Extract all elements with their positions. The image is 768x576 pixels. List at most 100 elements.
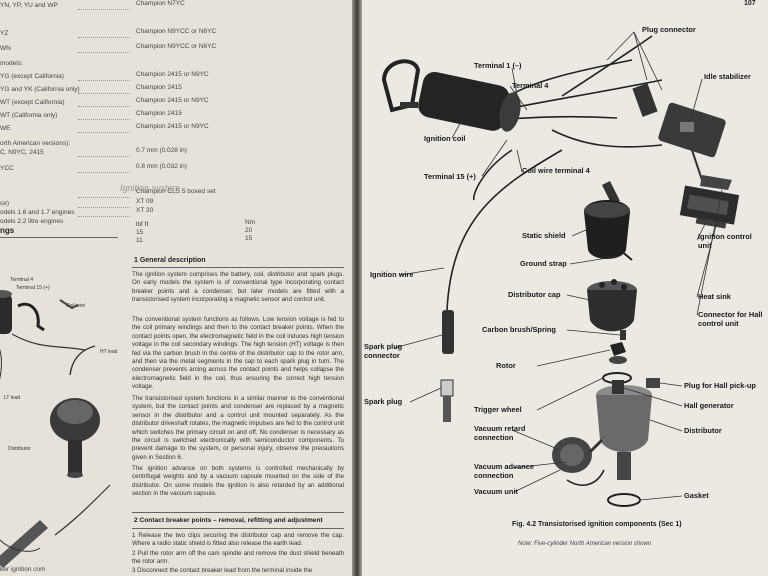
distributor-shaft — [68, 440, 82, 474]
label-heat-sink: Heat sink — [698, 292, 731, 301]
spec-value: 0.7 mm (0.028 in) — [136, 147, 187, 154]
leader-line — [571, 229, 587, 237]
label-idle-stabilizer: Idle stabilizer — [704, 72, 751, 81]
shaft-end — [67, 472, 83, 478]
leader-line — [516, 149, 523, 173]
spec-value: Champion 2415 or N9YC — [136, 123, 209, 130]
leader-dots — [78, 9, 130, 10]
label-distributor: Distributor — [684, 426, 722, 435]
ignition-coil-cap — [499, 92, 521, 132]
leader-line — [393, 334, 443, 349]
ground-strap — [619, 249, 633, 261]
label-connector-hall-control-unit: Connector for Hall control unit — [698, 310, 763, 328]
distributor-cap — [587, 290, 637, 332]
spec-value: Champion N9YCC or N6YC — [136, 43, 217, 50]
spec-value: XT 20 — [136, 207, 154, 214]
spark-plug-body — [443, 396, 451, 422]
label-gasket: Gasket — [684, 491, 709, 500]
lead — [0, 539, 41, 552]
leader-dots — [78, 216, 130, 217]
spec-value: Champion N7YC — [136, 0, 185, 7]
label-ignition-control-unit: Ignition control unit — [698, 232, 752, 250]
ignition-components-diagram — [381, 31, 740, 507]
cap-tower — [599, 282, 605, 288]
heat-sink — [695, 217, 727, 229]
coil-bracket — [381, 59, 421, 113]
ht-wire — [561, 35, 653, 97]
label-carbon-brush-spring: Carbon brush/Spring — [482, 325, 556, 334]
distributor-housing — [596, 395, 652, 452]
label-coil-wire-terminal-4: Coil wire terminal 4 — [522, 166, 590, 175]
leader-line — [569, 255, 621, 265]
spec-value: Champion 2415 or N9YC — [136, 97, 209, 104]
label-plug-hall-pickup: Plug for Hall pick-up — [684, 381, 756, 390]
leader-line — [536, 349, 611, 367]
clip — [59, 299, 79, 310]
spec-value: Champion 2415 or N9YC — [136, 71, 209, 78]
leader-line — [623, 387, 683, 407]
spec-label: YCC — [0, 165, 14, 172]
vacuum-hose — [566, 469, 605, 486]
fig-label-lt-lead: LT lead — [4, 395, 21, 401]
spec-label: models: — [0, 60, 23, 67]
label-ground-strap: Ground strap — [520, 259, 567, 268]
spec-label: odels 2.2 litre engines — [0, 218, 64, 225]
section1-paragraph: The transistorised system functions in a… — [132, 395, 344, 461]
distributor-cap — [57, 400, 93, 424]
section1-title: 1 General description — [134, 257, 206, 264]
spec-label: YG and YK (California only) — [0, 86, 80, 93]
static-shield-top — [584, 202, 630, 218]
vacuum-arm — [588, 438, 604, 454]
figure-note: Note: Five-cylinder North American versi… — [518, 541, 652, 547]
spec-label: YN, YP, YU and WP — [0, 2, 58, 9]
spec-value: XT 09 — [136, 198, 154, 205]
leader-line — [481, 139, 508, 177]
ht-wire — [551, 129, 663, 148]
rule — [132, 512, 344, 513]
left-figure — [0, 290, 111, 568]
leader-line — [696, 219, 708, 241]
right-page: 107 — [362, 0, 768, 576]
fig-label-terminal4: Terminal 4 — [10, 277, 34, 283]
carbon-brush — [620, 330, 626, 340]
spec-value: Champion 2415 — [136, 110, 182, 117]
torque-col-lbfft: lbf ft — [136, 221, 149, 228]
spec-value: 0.8 mm (0.032 in) — [136, 163, 187, 170]
label-terminal-1: Terminal 1 (–) — [474, 61, 522, 70]
control-unit-fins — [687, 194, 729, 216]
leader-dots — [78, 106, 130, 107]
label-distributor-cap: Distributor cap — [508, 290, 561, 299]
lead — [11, 333, 86, 351]
leader-dots — [78, 197, 130, 198]
bottom-text: ker ignition com — [0, 566, 46, 573]
leader-line — [691, 78, 703, 116]
torque-value: 20 — [245, 227, 253, 234]
section1-paragraph: The conventional system functions as fol… — [132, 316, 344, 391]
label-trigger-wheel: Trigger wheel — [474, 405, 522, 414]
leader-line — [399, 267, 445, 276]
fig-label-ht-lead: HT lead — [100, 349, 118, 355]
leader-line — [639, 495, 683, 501]
section2-line: 2 Pull the rotor arm off the cam spindle… — [132, 550, 344, 566]
coil-top — [0, 290, 12, 298]
leader-line — [536, 377, 604, 411]
rotor-base — [609, 356, 627, 364]
leader-line — [513, 469, 561, 493]
torque-value: 11 — [136, 237, 143, 244]
coil-wire-terminal-plug — [602, 181, 620, 205]
leader-line — [633, 31, 648, 81]
section2-line: 3 Disconnect the contact breaker lead fr… — [132, 567, 313, 574]
leader-dots — [78, 80, 130, 81]
fig-label-distributor: Distributor — [8, 446, 31, 452]
coil-wire — [472, 149, 513, 201]
leader-line — [511, 429, 561, 451]
leader-dots — [78, 37, 130, 38]
ht-wire — [511, 79, 663, 109]
bracket-foot — [400, 102, 418, 108]
figure-caption: Fig. 4.2 Transistorised ignition compone… — [512, 521, 682, 528]
label-ignition-wire: Ignition wire — [370, 270, 414, 279]
vacuum-unit-face — [560, 444, 584, 466]
connector-hall-control — [700, 175, 732, 190]
leader-dots — [78, 119, 130, 120]
